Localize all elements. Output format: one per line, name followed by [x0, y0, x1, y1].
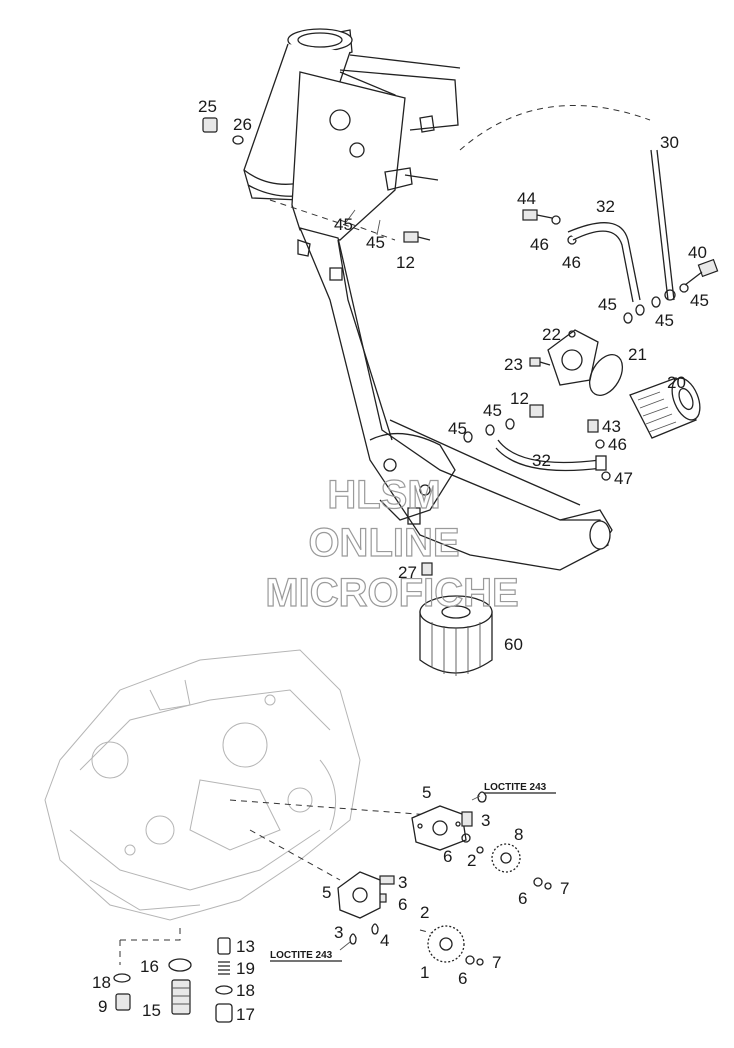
callout-25: 25 [198, 97, 217, 116]
callout-44: 44 [517, 189, 536, 208]
upper-parts [202, 117, 719, 676]
callout-8: 8 [514, 825, 523, 844]
callout-45-b: 45 [366, 233, 385, 252]
loctite-note-bottom: LOCTITE 243 [270, 950, 333, 961]
watermark: HLSM ONLINE MICROFICHE [265, 472, 520, 615]
callout-2-upper: 2 [467, 851, 476, 870]
frame-drawing [243, 28, 613, 571]
callout-leaders [339, 209, 481, 951]
callout-47: 47 [614, 469, 633, 488]
callout-19: 19 [236, 959, 255, 978]
callout-43: 43 [602, 417, 621, 436]
callout-5-upper: 5 [422, 783, 431, 802]
callout-26: 26 [233, 115, 252, 134]
callout-15: 15 [142, 1001, 161, 1020]
callout-7-upper: 7 [560, 879, 569, 898]
callout-9: 9 [98, 997, 107, 1016]
callout-18-right: 18 [236, 981, 255, 1000]
callout-46-b: 46 [562, 253, 581, 272]
watermark-line-3: MICROFICHE [265, 571, 518, 615]
leader-lines [119, 105, 651, 965]
callout-32-upper: 32 [596, 197, 615, 216]
callout-45-e: 45 [690, 291, 709, 310]
callout-20: 20 [667, 373, 686, 392]
callout-46-c: 46 [608, 435, 627, 454]
callout-17: 17 [236, 1005, 255, 1024]
callout-45-c: 45 [598, 295, 617, 314]
callout-3-lower: 3 [334, 923, 343, 942]
callout-4: 4 [380, 931, 389, 950]
callout-45-a: 45 [334, 215, 353, 234]
callout-13: 13 [236, 937, 255, 956]
callout-6-d: 6 [458, 969, 467, 988]
callout-16: 16 [140, 957, 159, 976]
callout-23: 23 [504, 355, 523, 374]
callout-45-f: 45 [448, 419, 467, 438]
callout-7-lower: 7 [492, 953, 501, 972]
callout-45-d: 45 [655, 311, 674, 330]
callout-6-c: 6 [398, 895, 407, 914]
callout-5-lower: 5 [322, 883, 331, 902]
callout-21: 21 [628, 345, 647, 364]
lower-parts [113, 791, 552, 1023]
watermark-line-1: HLSM [327, 473, 440, 517]
callout-2-lower: 2 [420, 903, 429, 922]
callout-18-left: 18 [92, 973, 111, 992]
callout-27: 27 [398, 563, 417, 582]
callout-3-upper: 3 [481, 811, 490, 830]
callout-labels: 25 26 30 44 32 45 45 46 46 40 12 45 45 4… [92, 97, 709, 1024]
callout-6-b: 6 [518, 889, 527, 908]
callout-32-lower: 32 [532, 451, 551, 470]
loctite-note-top: LOCTITE 243 [484, 782, 547, 793]
watermark-line-2: ONLINE [308, 521, 459, 565]
callout-30: 30 [660, 133, 679, 152]
callout-3-mid: 3 [398, 873, 407, 892]
callout-12-lower: 12 [510, 389, 529, 408]
callout-12-upper: 12 [396, 253, 415, 272]
callout-45-g: 45 [483, 401, 502, 420]
callout-46-a: 46 [530, 235, 549, 254]
engine-case-drawing [44, 649, 361, 921]
callout-60: 60 [504, 635, 523, 654]
callout-22: 22 [542, 325, 561, 344]
callout-40: 40 [688, 243, 707, 262]
callout-6-a: 6 [443, 847, 452, 866]
callout-1: 1 [420, 963, 429, 982]
